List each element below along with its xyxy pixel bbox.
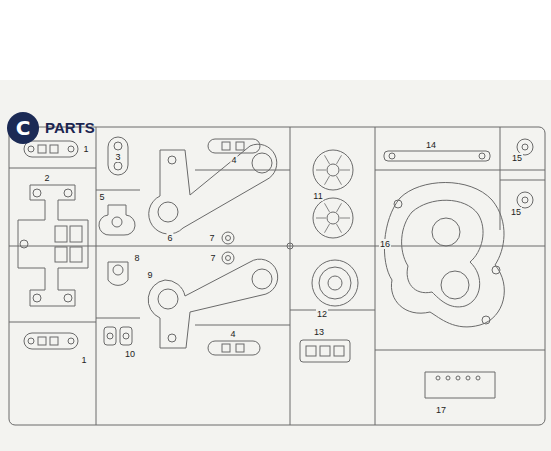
callout-number: 1 [80,355,87,365]
callout-number: 11 [312,191,323,201]
callout-number: 3 [114,152,121,162]
callout-number: 1 [82,144,89,154]
sheet-title: PARTS [44,120,96,136]
callout-number: 8 [133,253,140,263]
callout-number: 4 [230,155,237,165]
callout-number: 7 [208,233,215,243]
callout-number: 7 [209,253,216,263]
callout-number: 2 [43,173,50,183]
callout-number: 10 [124,349,136,359]
callout-number: 15 [510,207,522,217]
callout-number: 12 [316,309,328,319]
callout-number: 6 [166,233,173,243]
callout-number: 17 [435,405,447,415]
callout-number: 15 [511,153,523,163]
callout-number: 4 [229,329,236,339]
callout-number: 16 [379,239,391,249]
callout-number: 9 [146,270,153,280]
section-badge: C [7,112,39,144]
callout-number: 14 [425,140,437,150]
callout-number: 13 [313,327,325,337]
callout-number: 5 [98,192,105,202]
badge-letter: C [16,116,31,140]
